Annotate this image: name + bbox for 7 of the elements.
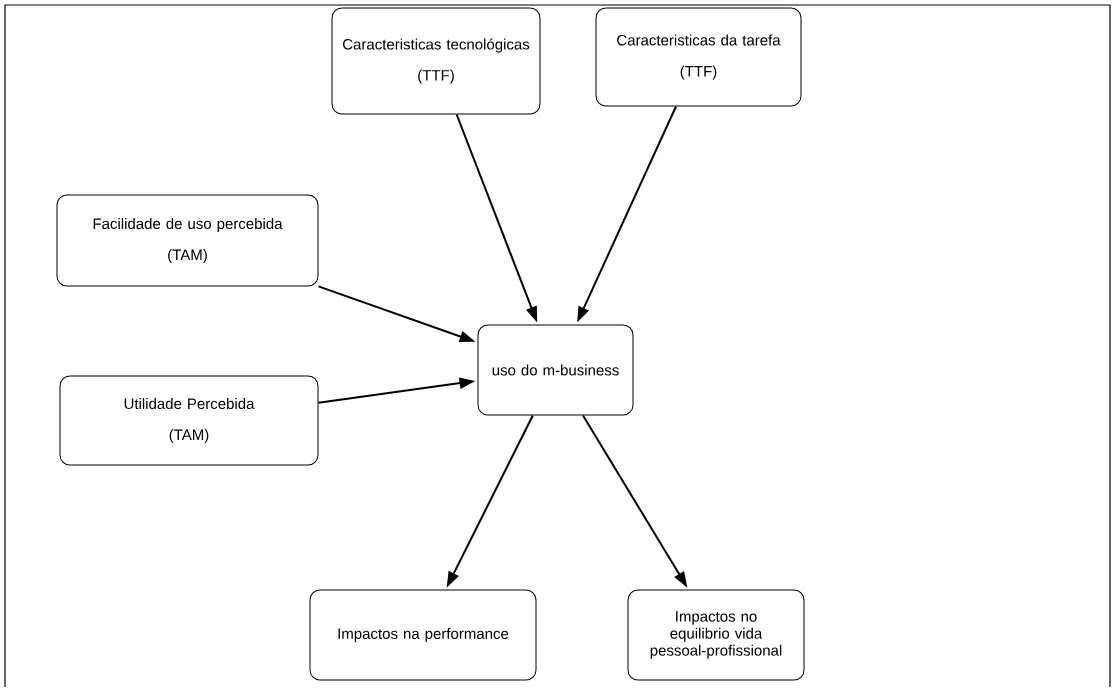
process-box: uso do m-business [477,324,634,416]
process-box: Impactos no equilibrio vida pessoal-profissional [627,589,805,681]
process-box: Caracteristicas tecnológicas (TTF) [331,7,541,115]
process-box: Utilidade Percebida (TAM) [59,375,319,466]
process-box: Caracteristicas da tarefa (TTF) [595,7,802,107]
process-box: Facilidade de uso percebida (TAM) [56,194,319,287]
process-box: Impactos na performance [309,589,537,681]
